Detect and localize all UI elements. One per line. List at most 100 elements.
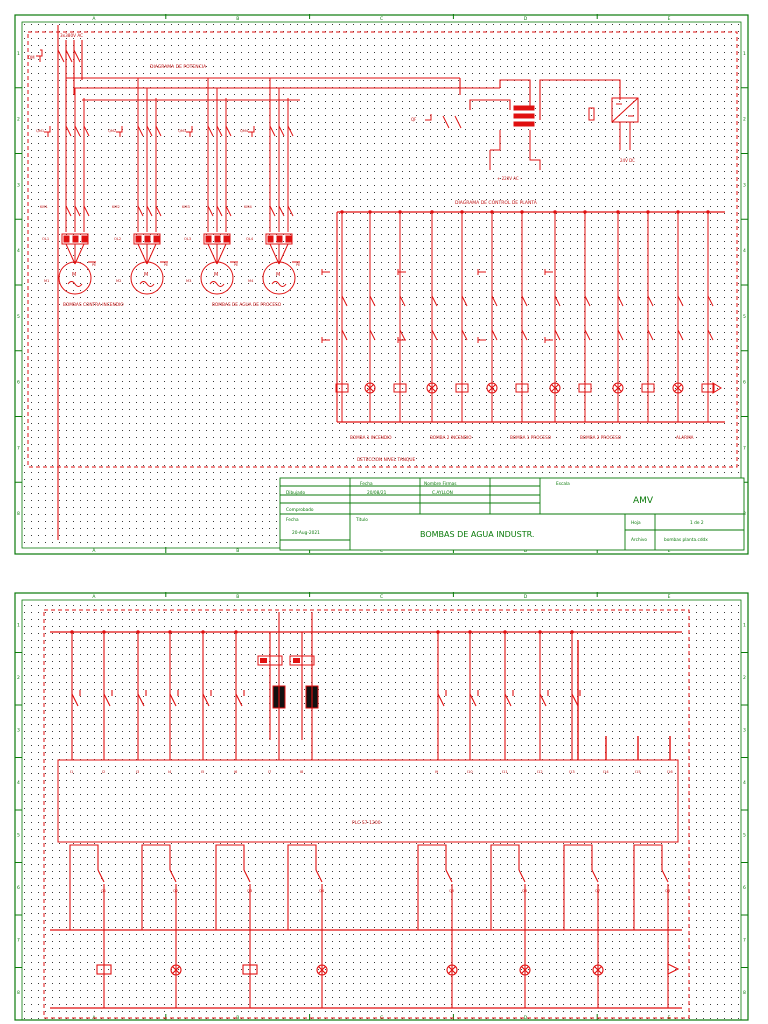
rung-node bbox=[398, 210, 402, 214]
push-button-symbol bbox=[477, 269, 486, 275]
ac-supply-label: + 220V AC - bbox=[497, 176, 522, 181]
ground-label: PE bbox=[234, 263, 238, 267]
output-circuit-3 bbox=[215, 844, 258, 1008]
rung-lamp-cross bbox=[488, 384, 496, 392]
output-lamp bbox=[170, 964, 182, 976]
row-label: 3 bbox=[17, 727, 20, 733]
row-label: 7 bbox=[743, 937, 746, 943]
rung-contact bbox=[399, 295, 406, 307]
plc-input-label: I3 bbox=[136, 770, 139, 774]
plc-module bbox=[57, 759, 679, 843]
row-label: 3 bbox=[17, 182, 20, 188]
motor-branch-2 bbox=[116, 78, 168, 295]
input-node bbox=[538, 630, 542, 634]
input-contact bbox=[539, 693, 547, 707]
rung-lamp-cross bbox=[428, 384, 436, 392]
column-label: C bbox=[380, 548, 383, 554]
overload-element bbox=[214, 235, 221, 243]
motor-symbol bbox=[58, 261, 92, 295]
push-button-2 bbox=[397, 269, 406, 275]
rung-node bbox=[520, 210, 524, 214]
motor-lead bbox=[216, 243, 227, 265]
input-circuit-10 bbox=[538, 630, 549, 760]
control-transformer bbox=[489, 105, 541, 170]
rung-node bbox=[368, 210, 372, 214]
rung-contact bbox=[677, 295, 684, 307]
column-label: A bbox=[92, 16, 96, 22]
row-label: 8 bbox=[17, 990, 20, 996]
motor-lead bbox=[207, 243, 218, 265]
input-contact bbox=[103, 693, 111, 707]
push-button-symbol bbox=[321, 337, 330, 343]
rung-contact bbox=[491, 295, 498, 307]
rung-coil bbox=[578, 383, 592, 393]
contactor-contact bbox=[278, 205, 285, 217]
overload-element bbox=[63, 235, 70, 243]
breaker-contact bbox=[74, 125, 81, 137]
motor-label: M2 bbox=[116, 279, 121, 283]
contactor-label: KM4 bbox=[244, 205, 252, 209]
rung-lamp-cross bbox=[551, 384, 559, 392]
title-block bbox=[279, 477, 745, 551]
motor-symbol bbox=[130, 261, 164, 295]
plc-output-label: Q2 bbox=[173, 889, 178, 893]
input-contact bbox=[504, 693, 512, 707]
breaker-handle bbox=[116, 126, 123, 137]
control-rung-13 bbox=[701, 210, 715, 422]
tb-comprobado-label: Comprobado bbox=[286, 507, 314, 513]
control-group-label: BOMBA 2 INCENDIO bbox=[430, 435, 472, 440]
rung-contact bbox=[461, 295, 468, 307]
output-lamp bbox=[519, 964, 531, 976]
push-button-6 bbox=[397, 337, 406, 343]
push-button-8 bbox=[544, 337, 553, 343]
spare-outputs bbox=[577, 640, 671, 760]
rung-contact bbox=[341, 329, 348, 341]
row-label: 2 bbox=[17, 117, 20, 123]
output-loop bbox=[417, 844, 447, 930]
output-contact bbox=[591, 869, 599, 883]
push-button-symbol bbox=[397, 337, 406, 343]
output-circuit-4 bbox=[287, 844, 328, 1008]
alarm-horn bbox=[712, 382, 722, 394]
control-rung-12 bbox=[672, 210, 684, 422]
control-rung-10 bbox=[612, 210, 624, 422]
output-loop bbox=[633, 844, 663, 930]
tank-level-note: DETECCION NIVEL TANQUE bbox=[357, 457, 415, 463]
motor-lead bbox=[137, 243, 148, 265]
rung-node bbox=[706, 210, 710, 214]
breaker-contact bbox=[207, 125, 214, 137]
plc-input-label: I10 bbox=[467, 770, 473, 774]
push-button-symbol bbox=[477, 337, 486, 343]
tb-escala-label: Escala bbox=[556, 481, 570, 487]
breaker-contact bbox=[146, 125, 153, 137]
output-circuit-6 bbox=[490, 844, 531, 1008]
breaker-contact bbox=[65, 125, 72, 137]
motor-label: M4 bbox=[248, 279, 254, 283]
breaker-handle bbox=[44, 126, 51, 137]
output-loop bbox=[141, 844, 171, 930]
tb-fecha-label: Fecha bbox=[360, 481, 373, 487]
push-button-5 bbox=[321, 337, 330, 343]
overload-element bbox=[205, 235, 212, 243]
ground-label: PE bbox=[92, 263, 96, 267]
rung-node bbox=[583, 210, 587, 214]
ground-label: PE bbox=[164, 263, 168, 267]
breaker-contact bbox=[278, 125, 285, 137]
input-contact bbox=[437, 693, 445, 707]
control-rung-3 bbox=[393, 210, 407, 422]
rung-node bbox=[676, 210, 680, 214]
plc-output-label: Q1 bbox=[101, 889, 106, 893]
column-label: C bbox=[380, 594, 383, 600]
column-label: B bbox=[236, 594, 239, 600]
contactor-contact bbox=[137, 205, 144, 217]
contactor-contact bbox=[146, 205, 153, 217]
contactor-label: KM3 bbox=[182, 205, 190, 209]
input-contact bbox=[137, 693, 145, 707]
control-rung-9 bbox=[578, 210, 592, 422]
breaker-label: QM2 bbox=[108, 129, 116, 133]
input-contact bbox=[235, 693, 243, 707]
plc-input-label: I9 bbox=[435, 770, 439, 774]
output-contact bbox=[97, 869, 105, 883]
